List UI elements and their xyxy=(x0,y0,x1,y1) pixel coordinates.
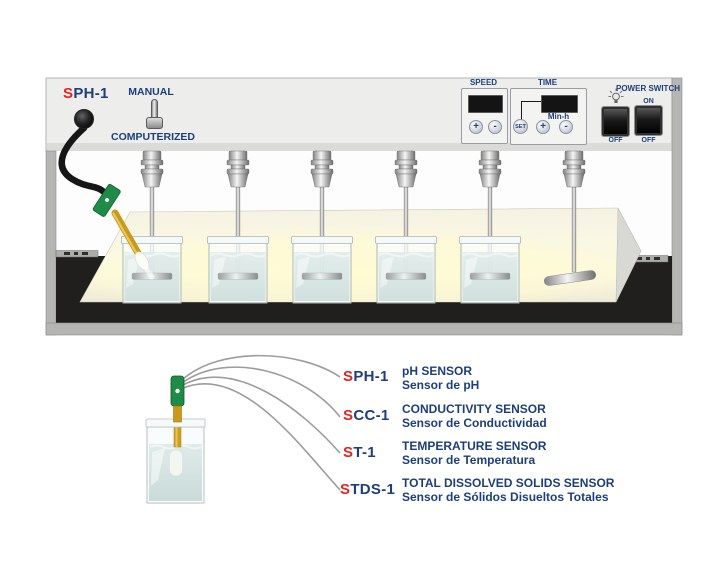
probe-connector xyxy=(74,109,94,129)
sensor-name-en: CONDUCTIVITY SENSOR xyxy=(402,402,546,416)
time-minus-button[interactable]: - xyxy=(559,120,573,134)
time-display xyxy=(541,95,578,113)
power-switch-label: POWER SWITCH xyxy=(616,84,680,93)
legend-entry-tds: TOTAL DISSOLVED SOLIDS SENSOR Sensor de … xyxy=(402,476,615,504)
beaker-1 xyxy=(121,236,183,304)
sensor-name-en: TOTAL DISSOLVED SOLIDS SENSOR xyxy=(402,476,615,490)
beaker-4 xyxy=(375,236,437,304)
legend-code-stds1: STDS-1 xyxy=(340,481,396,498)
legend-code-st1: ST-1 xyxy=(343,444,376,461)
device-code-label: SPH-1 xyxy=(63,85,109,102)
speed-label: SPEED xyxy=(469,78,498,87)
sensor-name-es: Sensor de pH xyxy=(402,377,480,392)
power-off-label: OFF xyxy=(641,137,656,144)
computerized-label: COMPUTERIZED xyxy=(111,131,195,143)
sensor-name-es: Sensor de Conductividad xyxy=(402,415,547,430)
set-to-display-line xyxy=(521,101,542,123)
power-on-label: ON xyxy=(643,98,654,105)
toggle-lever xyxy=(151,99,158,119)
sample-beaker-with-probe xyxy=(145,375,206,504)
legend-entry-ph: pH SENSOR Sensor de pH xyxy=(402,364,480,392)
time-set-button[interactable]: SET xyxy=(513,119,528,134)
lamp-rocker-switch[interactable] xyxy=(602,107,629,136)
power-rocker-switch[interactable] xyxy=(635,106,662,135)
sensor-name-es: Sensor de Sólidos Disueltos Totales xyxy=(402,489,609,504)
legend-code-sph1: SPH-1 xyxy=(343,368,389,385)
time-plus-button[interactable]: + xyxy=(536,120,550,134)
mode-toggle-switch[interactable] xyxy=(146,99,163,130)
sensor-name-en: pH SENSOR xyxy=(402,364,473,378)
legend-entry-temperature: TEMPERATURE SENSOR Sensor de Temperatura xyxy=(402,439,547,467)
lamp-icon xyxy=(608,88,624,103)
lamp-off-label: OFF xyxy=(608,137,623,144)
stirrer-6-paddle xyxy=(543,270,597,286)
legend-code-scc1: SCC-1 xyxy=(343,407,390,424)
beaker-3 xyxy=(291,236,353,304)
time-unit-label: Min-h xyxy=(547,112,570,121)
device-code-prefix: S xyxy=(63,85,74,102)
speed-plus-button[interactable]: + xyxy=(469,120,483,134)
sensor-name-en: TEMPERATURE SENSOR xyxy=(402,439,547,453)
time-label: TIME xyxy=(537,78,558,87)
toggle-base xyxy=(146,117,163,129)
sensor-name-es: Sensor de Temperatura xyxy=(402,452,536,467)
legend-entry-conductivity: CONDUCTIVITY SENSOR Sensor de Conductivi… xyxy=(402,402,547,430)
beaker-5 xyxy=(459,236,521,304)
sensor-cables xyxy=(180,354,341,491)
case-bottom-band xyxy=(45,322,683,336)
ph-probe-assembly xyxy=(58,109,155,280)
speed-display xyxy=(468,95,503,113)
speed-minus-button[interactable]: - xyxy=(488,120,502,134)
beakers xyxy=(121,236,521,304)
beaker-2 xyxy=(207,236,269,304)
manual-label: MANUAL xyxy=(128,86,174,98)
